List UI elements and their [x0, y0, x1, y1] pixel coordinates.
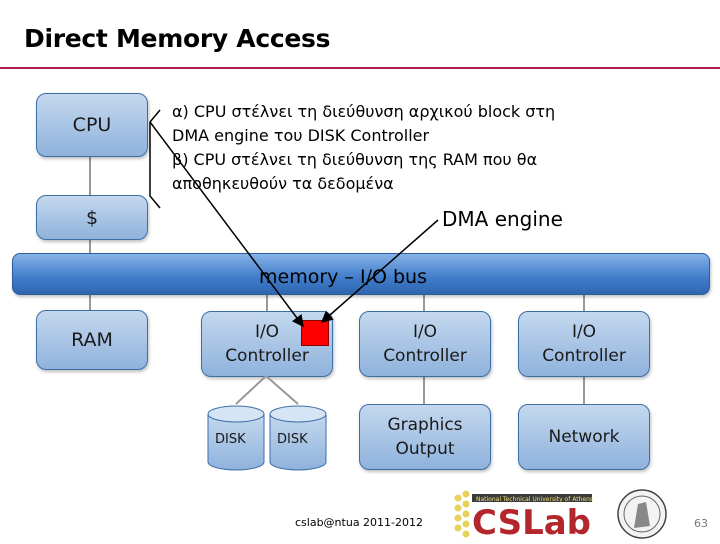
graphics-output-box: Graphics Output — [359, 404, 491, 470]
cpu-cache-connector — [89, 157, 91, 195]
footer-text: cslab@ntua 2011-2012 — [295, 516, 424, 529]
ram-box: RAM — [36, 310, 148, 370]
logo-small-text: National Technical University of Athens — [476, 496, 593, 503]
cpu-label: CPU — [72, 114, 112, 136]
page-number: 63 — [694, 517, 708, 530]
io2-bus-connector — [423, 293, 425, 311]
cache-label: $ — [85, 206, 99, 229]
disk-icon-right — [269, 405, 327, 471]
graphics-label: Output — [395, 439, 455, 459]
cache-bus-connector — [89, 239, 91, 254]
dma-label-arrow — [320, 219, 439, 323]
io-label: Controller — [383, 346, 467, 366]
dma-engine-marker — [301, 320, 329, 346]
ram-label: RAM — [71, 329, 113, 351]
io3-bus-connector — [583, 293, 585, 311]
io1-bus-connector — [266, 293, 268, 311]
title-divider — [0, 67, 720, 69]
cache-box: $ — [36, 195, 148, 240]
network-label: Network — [548, 427, 620, 447]
note-line: DMA engine του DISK Controller — [172, 126, 430, 145]
cpu-to-dma-arrow — [149, 121, 304, 328]
cslab-logo-graphic: National Technical University of Athens … — [454, 489, 667, 543]
io-controller-graphics: I/O Controller — [359, 311, 491, 377]
graphics-label: Graphics — [387, 415, 463, 435]
io3-network-connector — [583, 376, 585, 404]
io-label: Controller — [542, 346, 626, 366]
io-label: Controller — [225, 346, 309, 366]
bus-label: memory – I/O bus — [259, 266, 427, 288]
dma-steps-note: α) CPU στέλνει τη διεύθυνση αρχικού bloc… — [172, 100, 592, 196]
disk-label: DISK — [215, 432, 246, 447]
disk-icon-left — [207, 405, 265, 471]
io-controller-network: I/O Controller — [518, 311, 650, 377]
cslab-logo: National Technical University of Athens … — [452, 488, 672, 544]
io-disk-connector-left — [235, 375, 267, 405]
io-label: I/O — [412, 322, 438, 342]
io2-graphics-connector — [423, 376, 425, 404]
logo-text: CSLab — [472, 503, 591, 540]
cpu-box: CPU — [36, 93, 148, 157]
page-title: Direct Memory Access — [24, 24, 331, 53]
note-line: β) CPU στέλνει τη διεύθυνση της RAM που … — [172, 150, 538, 169]
dma-engine-label: DMA engine — [442, 207, 563, 231]
disk-label: DISK — [277, 432, 308, 447]
io-label: I/O — [571, 322, 597, 342]
cpu-note-bracket — [149, 109, 161, 209]
ram-bus-connector — [89, 293, 91, 311]
io-label: I/O — [254, 322, 280, 342]
network-box: Network — [518, 404, 650, 470]
note-line: αποθηκευθούν τα δεδομένα — [172, 174, 394, 193]
io-disk-connector-right — [265, 375, 299, 405]
note-line: α) CPU στέλνει τη διεύθυνση αρχικού bloc… — [172, 102, 556, 121]
